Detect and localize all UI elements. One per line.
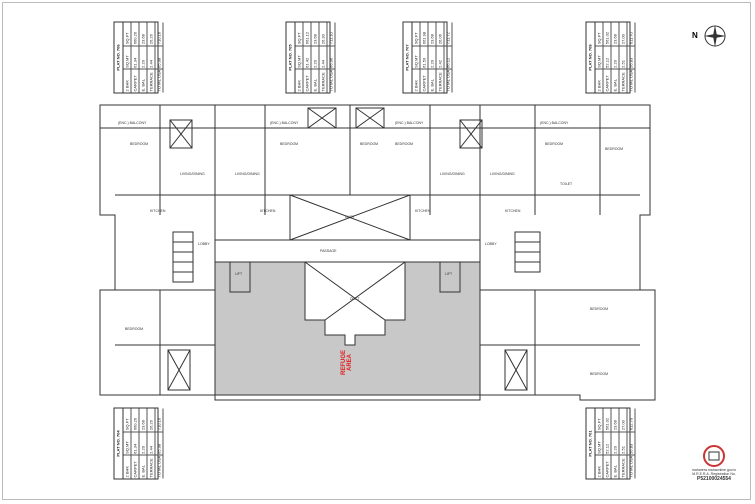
room-label: (ENC.) BALCONY	[270, 121, 299, 125]
room-label: LIFT	[445, 272, 453, 276]
room-label: KITCHEN	[260, 209, 276, 213]
room-label: LIVING/DINING	[235, 172, 260, 176]
room-label: KITCHEN	[415, 209, 431, 213]
duct-shafts	[167, 107, 528, 391]
rera-number: P52100024554	[697, 476, 731, 482]
room-label: PASSAGE	[320, 249, 337, 253]
room-label: LOBBY	[485, 242, 497, 246]
room-label: (ENC.) BALCONY	[395, 121, 424, 125]
rera-label: M.R.E.R.A. Registration No.	[692, 472, 736, 476]
room-label: (ENC.) BALCONY	[118, 121, 147, 125]
room-label: LIVING/DINING	[490, 172, 515, 176]
room-label: BEDROOM	[605, 147, 623, 151]
room-label: LIVING/DINING	[440, 172, 465, 176]
room-label: BEDROOM	[590, 372, 608, 376]
room-label: BEDROOM	[395, 142, 413, 146]
rera-website: maharera.mahaonline.gov.in	[691, 468, 737, 472]
room-label: LOBBY	[198, 242, 210, 246]
room-label: BEDROOM	[280, 142, 298, 146]
room-label: BEDROOM	[545, 142, 563, 146]
staircase	[172, 231, 541, 283]
room-label: BEDROOM	[590, 307, 608, 311]
north-label: N	[692, 31, 698, 40]
room-label: LIFT	[235, 272, 243, 276]
refuge-label: REFUGE	[341, 350, 347, 375]
room-label: KITCHEN	[505, 209, 521, 213]
room-label: BEDROOM	[130, 142, 148, 146]
room-label: LIVING/DINING	[180, 172, 205, 176]
refuge-label: AREA	[347, 353, 353, 371]
room-label: DUCT	[350, 297, 361, 301]
maharera-logo-icon	[703, 445, 725, 467]
room-label: DUCT	[345, 215, 356, 219]
room-label: KITCHEN	[150, 209, 166, 213]
room-label: TOILET	[560, 182, 573, 186]
room-label: BEDROOM	[360, 142, 378, 146]
compass-icon	[704, 25, 726, 47]
rera-block: maharera.mahaonline.gov.in M.R.E.R.A. Re…	[684, 445, 744, 482]
room-label: BEDROOM	[125, 327, 143, 331]
room-label: (ENC.) BALCONY	[540, 121, 569, 125]
